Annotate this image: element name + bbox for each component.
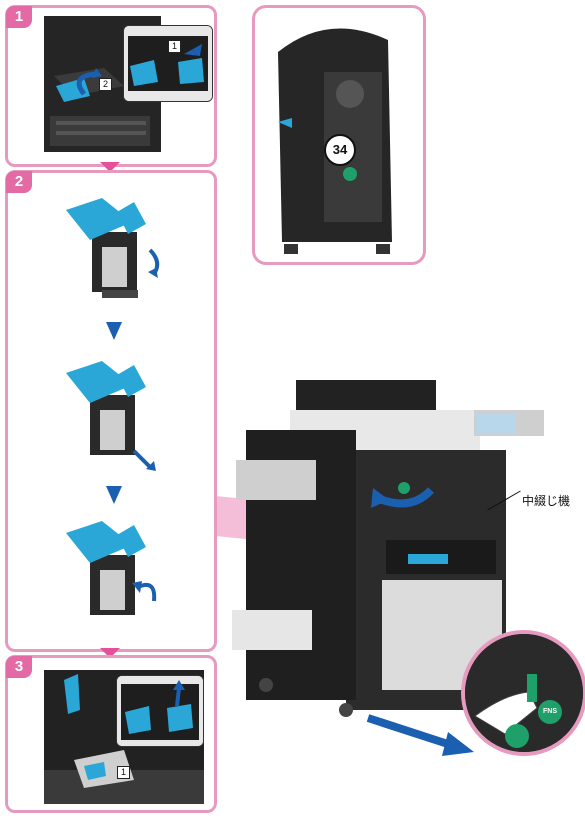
step-2-next-arrow xyxy=(100,648,120,658)
step-3-label-1: 1 xyxy=(117,766,130,779)
zoom-circle xyxy=(461,630,585,756)
step-1-label-1: 1 xyxy=(168,40,181,53)
step-2-badge: 2 xyxy=(6,171,32,193)
step-1-next-arrow xyxy=(100,162,120,172)
step-1-label-2: 2 xyxy=(99,78,112,91)
stapler-unit-1 xyxy=(66,198,160,298)
step-1-badge: 1 xyxy=(6,6,32,28)
down-arrow-1 xyxy=(106,322,122,340)
unit-label: 中綴じ機 xyxy=(522,494,571,508)
step-3-inset xyxy=(116,675,204,747)
finisher-frame xyxy=(252,5,426,265)
stapler-unit-2 xyxy=(66,361,156,471)
stapler-unit-3 xyxy=(66,521,157,615)
callout-34: 34 xyxy=(324,134,356,166)
fns-badge: FNS xyxy=(538,700,562,724)
step-1-inset xyxy=(123,25,213,102)
rotate-arrow xyxy=(371,487,434,508)
pull-out-arrow xyxy=(366,714,474,756)
step-3-badge: 3 xyxy=(6,656,32,678)
down-arrow-2 xyxy=(106,486,122,504)
step-3-frame xyxy=(5,655,217,813)
